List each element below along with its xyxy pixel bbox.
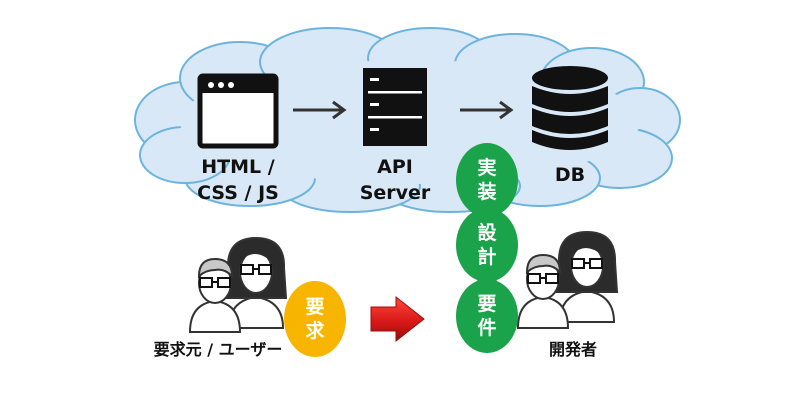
stage-design-char1: 設 bbox=[477, 222, 497, 244]
stage-design-char2: 計 bbox=[477, 246, 497, 268]
stage-design-badge: 設 計 bbox=[456, 208, 518, 282]
frontend-label: HTML / CSS / JS bbox=[178, 154, 298, 206]
stage-requirements-badge: 要 件 bbox=[456, 279, 518, 353]
developers-label: 開発者 bbox=[548, 340, 597, 359]
stage-implementation-badge: 実 装 bbox=[456, 143, 518, 217]
browser-window-icon bbox=[197, 73, 279, 149]
arrow-frontend-to-api bbox=[293, 100, 347, 120]
stage-requirements-char2: 件 bbox=[477, 317, 497, 339]
requesters-label: 要求元 / ユーザー bbox=[153, 340, 283, 359]
database-icon bbox=[532, 66, 608, 150]
stage-requirements-char1: 要 bbox=[477, 293, 497, 315]
server-rack-icon bbox=[363, 68, 427, 146]
db-label: DB bbox=[554, 164, 586, 186]
frontend-label-line1: HTML / bbox=[201, 156, 275, 178]
users-icon bbox=[188, 236, 288, 333]
arrow-api-to-db bbox=[460, 100, 514, 120]
stage-implementation-char2: 装 bbox=[477, 181, 497, 203]
frontend-label-line2: CSS / JS bbox=[197, 182, 279, 204]
users-icon bbox=[516, 230, 619, 329]
stage-implementation-char1: 実 bbox=[477, 157, 497, 179]
request-badge: 要 求 bbox=[284, 281, 346, 357]
request-char1: 要 bbox=[305, 296, 325, 318]
api-server-label-line2: Server bbox=[359, 182, 431, 204]
api-server-label: API Server bbox=[340, 154, 450, 206]
requirements-flow-arrow bbox=[370, 295, 425, 343]
request-char2: 求 bbox=[305, 320, 325, 342]
api-server-label-line1: API bbox=[377, 156, 413, 178]
